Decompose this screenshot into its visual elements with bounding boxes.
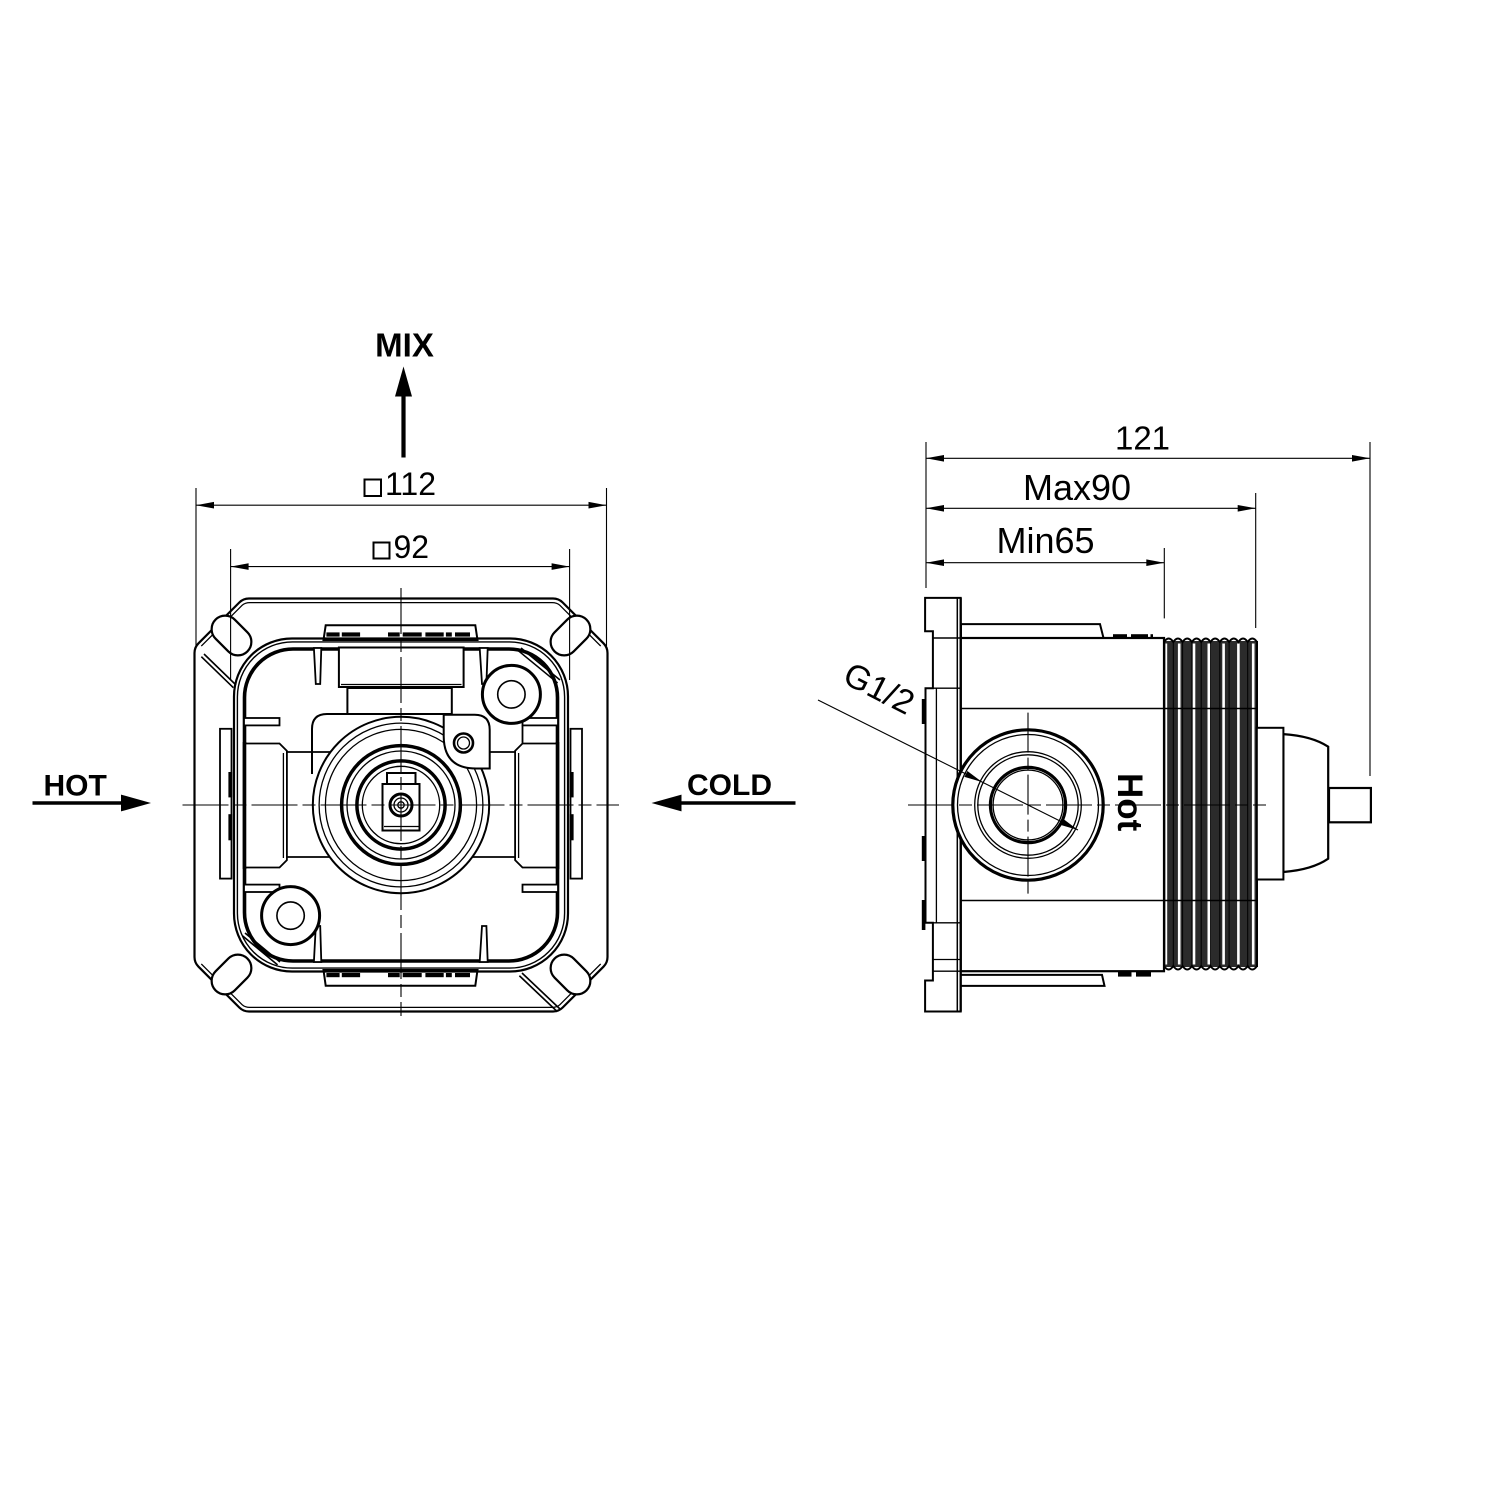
- svg-text:Max90: Max90: [1023, 467, 1131, 508]
- svg-text:HOT: HOT: [44, 770, 107, 803]
- svg-text:COLD: COLD: [687, 769, 772, 802]
- svg-text:112: 112: [385, 466, 436, 502]
- svg-text:92: 92: [394, 529, 430, 565]
- svg-text:Hot: Hot: [1110, 773, 1149, 832]
- svg-text:Min65: Min65: [997, 520, 1095, 561]
- svg-text:121: 121: [1115, 420, 1170, 457]
- svg-text:MIX: MIX: [375, 327, 434, 364]
